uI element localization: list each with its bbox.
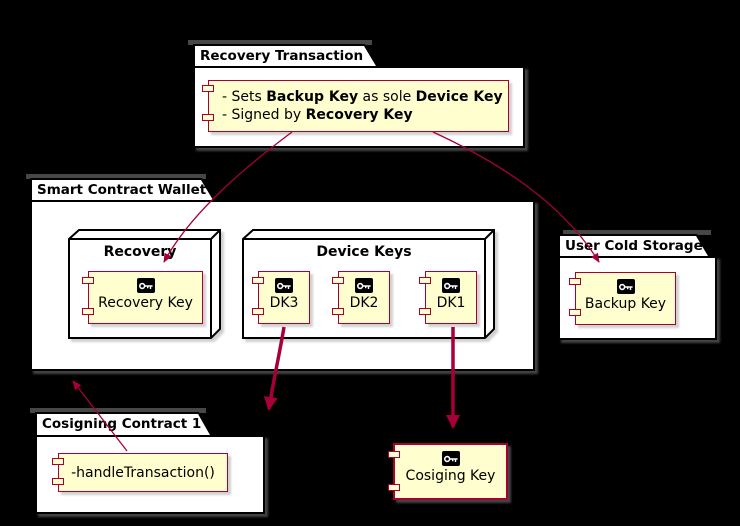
note-line: - Signed by Recovery Key	[222, 107, 413, 123]
package-title: Recovery Transaction	[200, 47, 364, 64]
package-title: Cosigning Contract 1	[42, 416, 202, 432]
tab-fill	[195, 46, 376, 66]
component-port	[332, 308, 344, 315]
component-dk1: DK1	[419, 271, 477, 324]
key-icon	[441, 451, 460, 466]
component-port	[569, 309, 581, 316]
component-label: Backup Key	[584, 296, 667, 312]
node-title-recovery: Recovery	[103, 244, 177, 260]
component-port	[252, 277, 264, 284]
component-port	[569, 278, 581, 285]
component-port	[202, 114, 214, 121]
package-title: Smart Contract Wallet	[37, 181, 207, 198]
package-tab-user-cold-storage: User Cold Storage	[558, 234, 711, 257]
component-port	[388, 451, 400, 458]
component-port	[82, 277, 94, 284]
component-label: DK3	[269, 295, 299, 311]
component-dk3: DK3	[252, 271, 310, 324]
package-title: User Cold Storage	[565, 237, 703, 254]
key-icon	[442, 278, 460, 293]
node-title-device-keys: Device Keys	[316, 244, 412, 260]
component-label: -handleTransaction()	[71, 464, 215, 481]
component-port	[332, 277, 344, 284]
package-tab-cosigning-contract-1: Cosigning Contract 1	[35, 412, 213, 436]
note-line: - Sets Backup Key as sole Device Key	[222, 89, 503, 105]
package-shadow-bar	[26, 174, 206, 179]
key-icon	[275, 278, 293, 293]
component-port	[52, 458, 64, 465]
component-port	[388, 484, 400, 491]
component-label: Recovery Key	[98, 295, 193, 311]
key-icon	[136, 278, 155, 293]
component-recovery-transaction-note: - Sets Backup Key as sole Device Key - S…	[202, 80, 509, 132]
package-shadow-bar	[563, 230, 711, 235]
component-port	[202, 85, 214, 92]
component-handle-transaction: -handleTransaction()	[52, 453, 228, 492]
component-port	[52, 478, 64, 485]
package-shadow-bar	[188, 40, 372, 45]
key-icon	[355, 278, 373, 293]
component-port	[419, 277, 431, 284]
component-cosiging-key: Cosiging Key	[388, 443, 508, 500]
component-backup-key: Backup Key	[569, 272, 676, 325]
component-port	[252, 308, 264, 315]
package-tab-smart-contract-wallet: Smart Contract Wallet	[30, 178, 216, 201]
component-label: Cosiging Key	[405, 468, 496, 484]
key-icon	[616, 279, 635, 294]
component-recovery-key: Recovery Key	[82, 271, 203, 324]
component-label: DK1	[436, 295, 466, 311]
package-tab-recovery-transaction: Recovery Transaction	[193, 44, 379, 67]
component-port	[419, 308, 431, 315]
component-port	[82, 308, 94, 315]
component-dk2: DK2	[332, 271, 390, 324]
component-label: DK2	[349, 295, 379, 311]
